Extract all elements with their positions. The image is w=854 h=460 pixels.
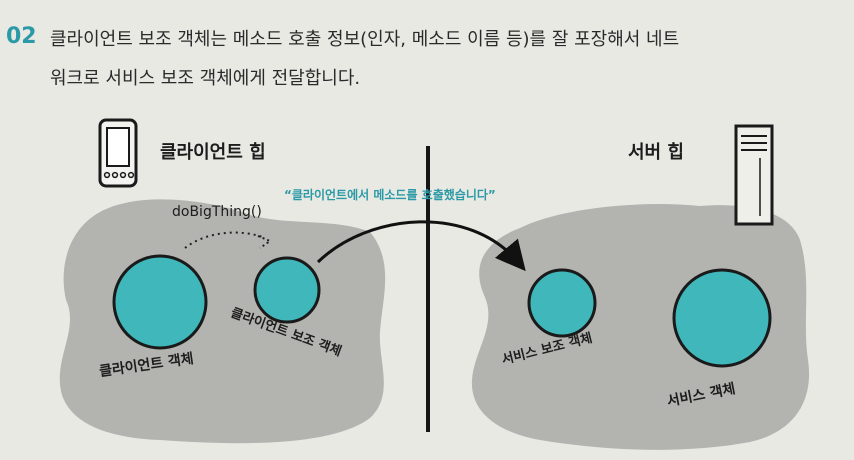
step-text-line2: 워크로 서비스 보조 객체에게 전달합니다. [50,68,361,89]
phone-icon [98,118,138,188]
client-heap-label: 클라이언트 힙 [160,142,266,163]
network-arrow [316,220,526,272]
client-helper-circle [253,256,321,324]
step-text-line1: 클라이언트 보조 객체는 메소드 호출 정보(인자, 메소드 이름 등)를 잘 … [50,29,680,50]
method-call-label: doBigThing() [172,204,262,220]
dotted-call-path [184,231,266,249]
quote-label: “클라이언트에서 메소드를 호출했습니다” [284,187,496,202]
server-icon [734,124,774,226]
service-object-circle [672,268,772,368]
server-heap-blob [471,204,810,450]
client-heap-blob [59,199,386,444]
server-heap-label: 서버 힙 [628,142,684,163]
dotted-arrow-tip [257,235,273,249]
step-number: 02 [6,24,37,49]
client-object-circle [112,254,208,350]
service-helper-circle [527,268,597,338]
